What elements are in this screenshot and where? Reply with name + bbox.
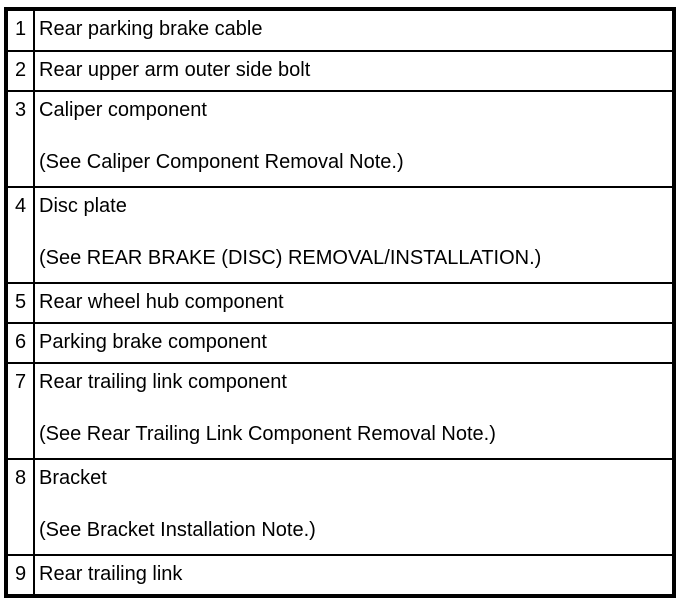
part-description-cell: Bracket (See Bracket Installation Note.) — [35, 460, 672, 554]
part-note: (See Bracket Installation Note.) — [39, 519, 316, 541]
part-note: (See Rear Trailing Link Component Remova… — [39, 423, 496, 445]
table-row: 7 Rear trailing link component (See Rear… — [8, 362, 672, 458]
part-name: Bracket — [39, 467, 107, 489]
row-number: 4 — [8, 188, 35, 282]
table-row: 9 Rear trailing link — [8, 554, 672, 594]
part-note: (See REAR BRAKE (DISC) REMOVAL/INSTALLAT… — [39, 247, 542, 269]
part-description-cell: Rear trailing link component (See Rear T… — [35, 364, 672, 458]
table-row: 8 Bracket (See Bracket Installation Note… — [8, 458, 672, 554]
parts-table: 1 Rear parking brake cable 2 Rear upper … — [4, 7, 676, 598]
row-number: 3 — [8, 92, 35, 186]
part-name: Rear trailing link component — [39, 371, 287, 393]
part-description-cell: Rear wheel hub component — [35, 284, 672, 322]
part-description-cell: Disc plate (See REAR BRAKE (DISC) REMOVA… — [35, 188, 672, 282]
part-description-cell: Rear parking brake cable — [35, 11, 672, 50]
row-number: 6 — [8, 324, 35, 362]
part-name: Parking brake component — [39, 331, 267, 353]
table-row: 4 Disc plate (See REAR BRAKE (DISC) REMO… — [8, 186, 672, 282]
part-description-cell: Caliper component (See Caliper Component… — [35, 92, 672, 186]
table-row: 1 Rear parking brake cable — [8, 11, 672, 50]
part-description-cell: Rear trailing link — [35, 556, 672, 594]
part-name: Rear trailing link — [39, 563, 183, 585]
part-name: Disc plate — [39, 195, 127, 217]
row-number: 5 — [8, 284, 35, 322]
part-name: Rear wheel hub component — [39, 291, 284, 313]
table-row: 6 Parking brake component — [8, 322, 672, 362]
row-number: 2 — [8, 52, 35, 90]
row-number: 7 — [8, 364, 35, 458]
row-number: 9 — [8, 556, 35, 594]
part-name: Caliper component — [39, 99, 207, 121]
part-description-cell: Parking brake component — [35, 324, 672, 362]
row-number: 1 — [8, 11, 35, 50]
part-name: Rear upper arm outer side bolt — [39, 59, 311, 81]
table-row: 3 Caliper component (See Caliper Compone… — [8, 90, 672, 186]
part-note: (See Caliper Component Removal Note.) — [39, 151, 404, 173]
part-name: Rear parking brake cable — [39, 18, 263, 40]
row-number: 8 — [8, 460, 35, 554]
table-row: 2 Rear upper arm outer side bolt — [8, 50, 672, 90]
table-row: 5 Rear wheel hub component — [8, 282, 672, 322]
part-description-cell: Rear upper arm outer side bolt — [35, 52, 672, 90]
